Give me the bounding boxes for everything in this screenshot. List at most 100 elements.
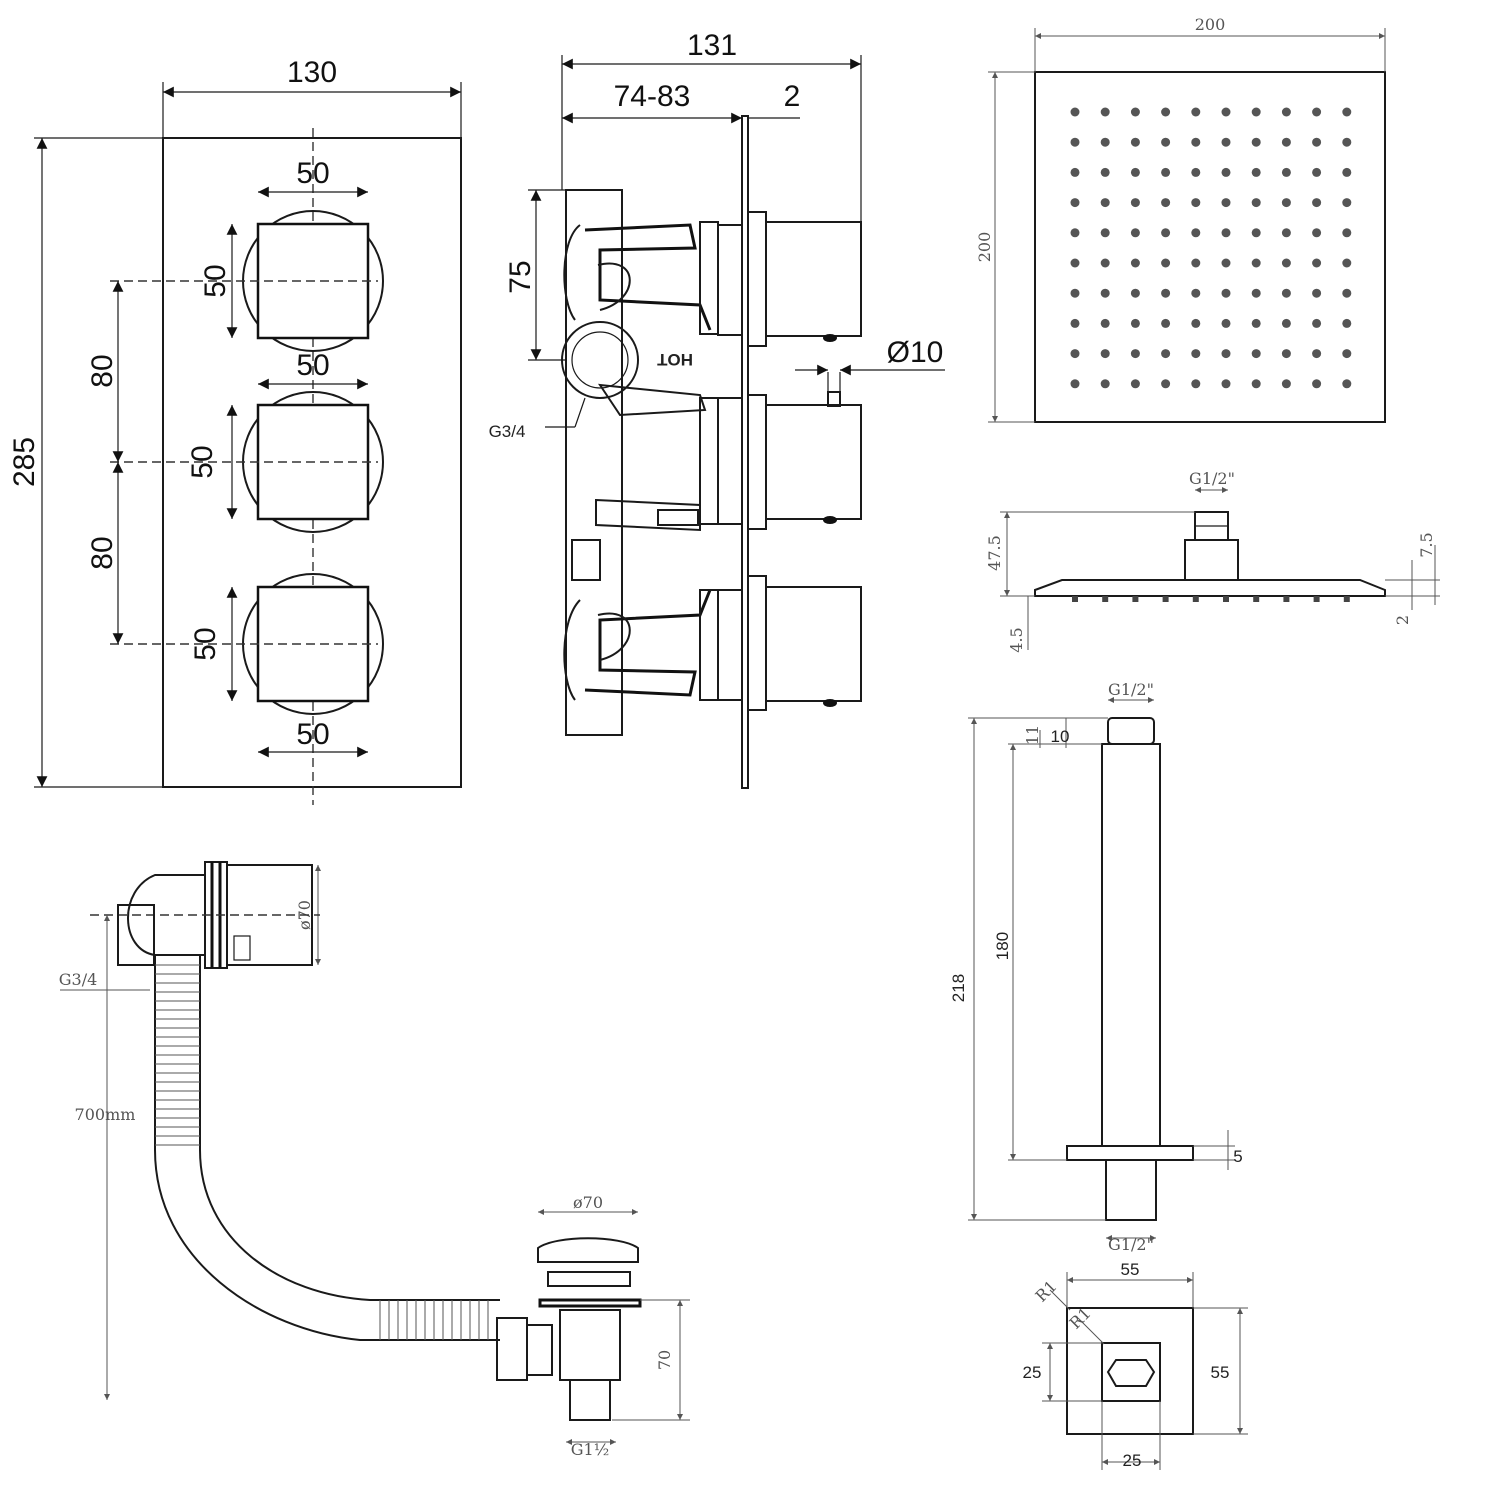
nozzle xyxy=(1342,258,1352,268)
dim-arm-total: 218 xyxy=(949,974,968,1002)
nozzle xyxy=(1312,228,1322,238)
nozzle xyxy=(1161,228,1171,238)
nozzle xyxy=(1221,228,1231,238)
dim-side-lip: 2 xyxy=(1393,615,1412,625)
side-nozzle xyxy=(1102,596,1109,602)
nozzle xyxy=(1130,349,1140,359)
nozzle xyxy=(1130,167,1140,177)
dim-head-width: 200 xyxy=(1195,15,1226,34)
nozzle xyxy=(1312,318,1322,328)
side-nozzle xyxy=(1283,596,1290,602)
dim-total-depth: 131 xyxy=(687,29,737,62)
nozzle xyxy=(1130,379,1140,389)
knob-top xyxy=(110,210,384,352)
knob-bottom xyxy=(110,573,384,715)
nozzle xyxy=(1342,318,1352,328)
side-nozzle xyxy=(1223,596,1229,602)
nozzle xyxy=(1161,379,1171,389)
shower-head-top-view: 200 200 xyxy=(975,15,1386,423)
nozzle xyxy=(1281,288,1291,298)
nozzle xyxy=(1130,288,1140,298)
waste-height: 70 xyxy=(655,1350,674,1370)
dim-flange-width: 55 xyxy=(1121,1260,1140,1279)
dim-arm-pipe: 180 xyxy=(993,932,1012,960)
nozzle xyxy=(1130,258,1140,268)
nozzle xyxy=(1161,198,1171,208)
shower-head-plate xyxy=(1034,71,1386,423)
nozzle xyxy=(1342,107,1352,117)
nozzle xyxy=(1281,167,1291,177)
dim-inner-width: 25 xyxy=(1123,1451,1142,1470)
nozzle xyxy=(1161,318,1171,328)
nozzle xyxy=(1251,228,1261,238)
dim-spacing-lower: 80 xyxy=(86,536,119,569)
side-nozzle xyxy=(1343,596,1350,602)
inlet-thread-label: G3/4 xyxy=(489,422,526,441)
nozzle xyxy=(1221,379,1231,389)
nozzle xyxy=(1070,318,1080,328)
dim-knob-width-middle: 50 xyxy=(296,349,329,382)
dim-valve-height: 285 xyxy=(8,437,41,487)
nozzle-grid xyxy=(1070,107,1352,389)
nozzle xyxy=(1191,167,1201,177)
nozzle xyxy=(1281,379,1291,389)
nozzle xyxy=(1281,107,1291,117)
dim-arm-flange: 5 xyxy=(1233,1147,1242,1166)
nozzle xyxy=(1161,107,1171,117)
nozzle xyxy=(1191,137,1201,147)
dim-knob-height-bottom: 50 xyxy=(189,627,222,660)
nozzle xyxy=(1251,349,1261,359)
nozzle xyxy=(1251,288,1261,298)
nozzle xyxy=(1281,349,1291,359)
nozzle xyxy=(1342,228,1352,238)
nozzle xyxy=(1161,167,1171,177)
nozzle xyxy=(1100,379,1110,389)
nozzle xyxy=(1342,198,1352,208)
nozzle xyxy=(1221,349,1231,359)
side-thread-label: G1/2" xyxy=(1189,469,1235,488)
nozzle xyxy=(1130,198,1140,208)
nozzle xyxy=(1100,137,1110,147)
nozzle xyxy=(1130,107,1140,117)
nozzle xyxy=(1191,198,1201,208)
hose-ribs xyxy=(155,964,489,1340)
nozzle xyxy=(1221,198,1231,208)
nozzle xyxy=(1281,258,1291,268)
knob-middle xyxy=(110,391,384,533)
nozzle xyxy=(1191,379,1201,389)
nozzle xyxy=(1070,228,1080,238)
arm-thread-top: G1/2" xyxy=(1108,680,1154,699)
dim-inlet-height: 75 xyxy=(504,260,537,293)
nozzle xyxy=(1251,198,1261,208)
dim-knob-height-top: 50 xyxy=(199,264,232,297)
nozzle xyxy=(1070,349,1080,359)
nozzle xyxy=(1312,137,1322,147)
nozzle xyxy=(1191,288,1201,298)
side-nozzle xyxy=(1162,596,1169,602)
nozzle xyxy=(1221,137,1231,147)
nozzle xyxy=(1070,258,1080,268)
nozzle xyxy=(1281,228,1291,238)
nozzle xyxy=(1251,318,1261,328)
waste-outlet-thread: G1½ xyxy=(571,1440,609,1459)
arm-thread-bottom: G1/2" xyxy=(1108,1235,1154,1254)
valve-faceplate xyxy=(162,137,462,788)
shower-head-side-view: G1/2" 47.5 4.5 7.5 2 xyxy=(985,469,1440,653)
nozzle xyxy=(1312,167,1322,177)
side-nozzle xyxy=(1132,596,1139,602)
nozzle xyxy=(1191,318,1201,328)
nozzle xyxy=(1191,258,1201,268)
plug-diameter: ø70 xyxy=(573,1193,603,1212)
nozzle xyxy=(1100,167,1110,177)
nozzle xyxy=(1100,228,1110,238)
nozzle xyxy=(1070,167,1080,177)
nozzle xyxy=(1312,288,1322,298)
nozzle xyxy=(1251,137,1261,147)
nozzle xyxy=(1221,288,1231,298)
nozzle xyxy=(1281,318,1291,328)
waste-inlet-thread: G3/4 xyxy=(59,970,98,989)
side-nozzle xyxy=(1072,596,1078,602)
nozzle xyxy=(1191,228,1201,238)
side-nozzle xyxy=(1192,596,1199,602)
